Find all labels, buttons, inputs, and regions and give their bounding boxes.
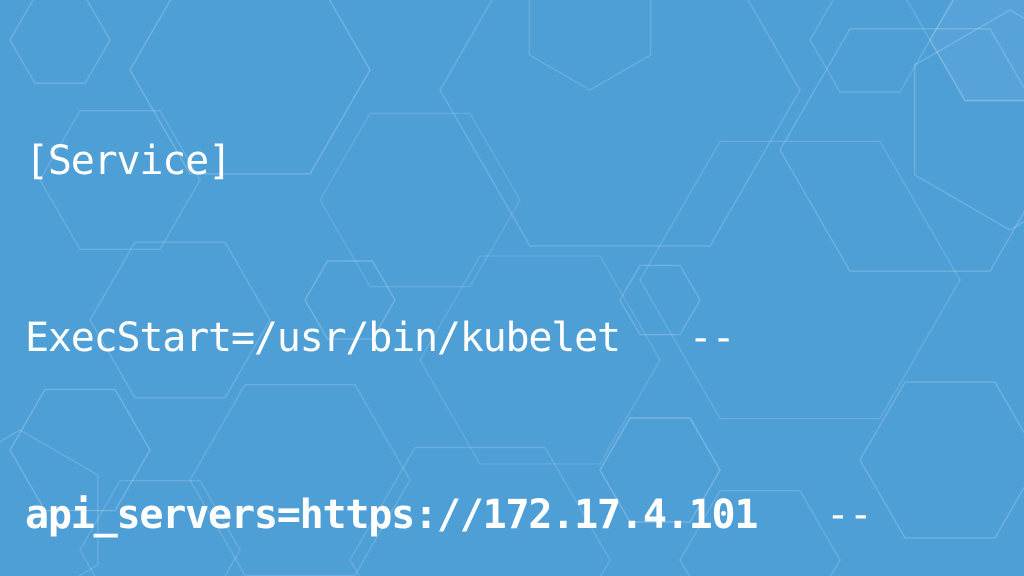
systemd-unit-code-block: [Service] ExecStart=/usr/bin/kubelet -- … xyxy=(25,14,963,576)
api-servers-line-tail: -- xyxy=(757,492,873,538)
api-servers-flag-highlight: api_servers=https://172.17.4.101 xyxy=(25,492,758,538)
code-line-api-servers: api_servers=https://172.17.4.101 -- xyxy=(25,486,963,545)
code-line-section-header: [Service] xyxy=(25,138,232,184)
code-line-execstart: ExecStart=/usr/bin/kubelet -- xyxy=(25,315,736,361)
